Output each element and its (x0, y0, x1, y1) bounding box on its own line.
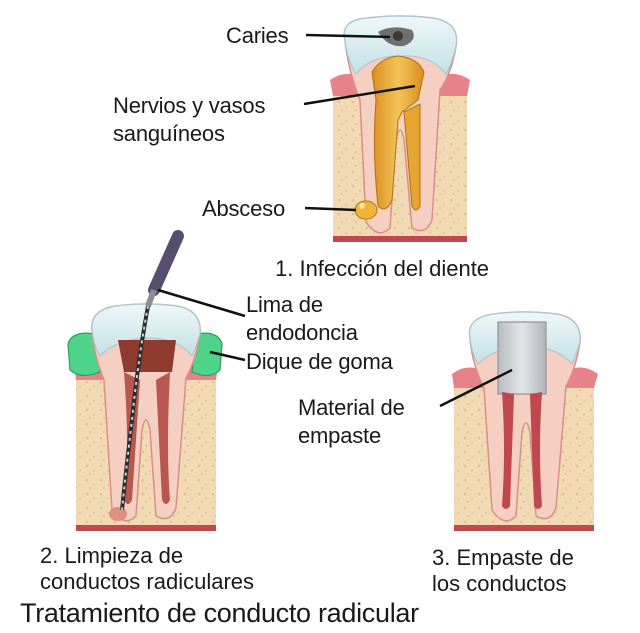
leader-abscess (304, 206, 357, 212)
tooth-filled (439, 311, 598, 531)
filling-material (497, 321, 547, 395)
label-abscess: Absceso (202, 196, 285, 221)
abscess-bubble (354, 200, 378, 220)
label-caries: Caries (226, 23, 289, 48)
caption-step-1: 1. Infección del diente (275, 256, 490, 281)
label-nerves-vessels: Nervios y vasos sanguíneos (113, 93, 266, 146)
endodontic-file-handle (148, 230, 184, 296)
leader-filling (439, 368, 513, 408)
endodontic-file (120, 305, 150, 511)
leader-file (157, 288, 246, 318)
infected-pulp (371, 55, 425, 210)
rubber-dam (67, 332, 101, 377)
caption-step-3: 3. Empaste de los conductos (432, 545, 574, 596)
label-endodontic-file: Lima de endodoncia (246, 292, 358, 345)
leader-nerves (303, 84, 416, 106)
caption-step-2: 2. Limpieza de conductos radiculares (40, 543, 255, 594)
tooth-infected (303, 15, 470, 242)
label-rubber-dam: Dique de goma (246, 349, 393, 374)
label-filling-material: Material de empaste (298, 395, 405, 448)
pulp-chamber (118, 340, 176, 372)
leader-dam (209, 350, 246, 362)
tooth-cleaning (67, 230, 246, 531)
diagram-title: Tratamiento de conducto radicular (20, 598, 419, 628)
filled-canal (502, 392, 514, 509)
leader-caries (305, 33, 391, 39)
